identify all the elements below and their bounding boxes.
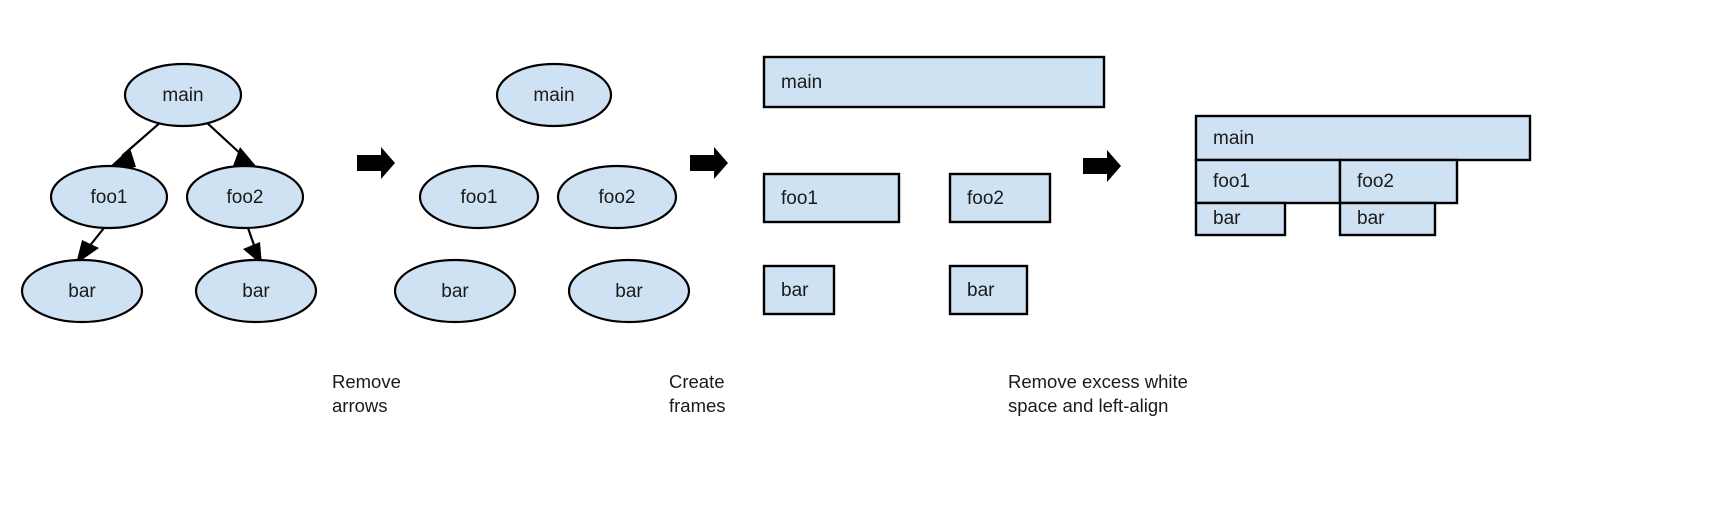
caption-remove-arrows: Remove arrows <box>332 371 401 416</box>
node-foo2[interactable]: foo2 <box>556 164 678 230</box>
frame-label: foo2 <box>967 188 1004 209</box>
node-label: foo2 <box>599 187 636 208</box>
node-foo2[interactable]: foo2 <box>185 164 305 230</box>
node-bar-left[interactable]: bar <box>393 258 517 324</box>
flame-foo1[interactable]: foo1 <box>1194 158 1342 205</box>
transition-arrow-1-icon <box>357 147 395 179</box>
frame-foo1[interactable]: foo1 <box>762 172 901 224</box>
flame-bar-left[interactable]: bar <box>1194 201 1287 237</box>
node-label: foo2 <box>227 187 264 208</box>
flame-label: bar <box>1357 208 1385 229</box>
node-label: bar <box>615 281 643 302</box>
node-label: foo1 <box>91 187 128 208</box>
stage-no-arrows: main foo1 foo2 bar bar <box>393 62 691 324</box>
flame-label: foo1 <box>1213 171 1250 192</box>
node-bar-left[interactable]: bar <box>20 258 144 324</box>
frame-bar-left[interactable]: bar <box>762 264 836 316</box>
flame-label: main <box>1213 128 1254 149</box>
edge-main-foo1 <box>104 120 163 172</box>
frame-label: bar <box>967 280 995 301</box>
frame-label: main <box>781 72 822 93</box>
stage-flame-graph: main foo1 foo2 bar bar <box>1194 114 1532 237</box>
transition-arrow-2-icon <box>690 147 728 179</box>
node-label: bar <box>68 281 96 302</box>
caption-create-frames: Create frames <box>669 371 726 416</box>
transition-arrow-3-icon <box>1083 150 1121 182</box>
caption-remove-whitespace: Remove excess white space and left-align <box>1008 371 1188 416</box>
node-label: bar <box>441 281 469 302</box>
flame-main[interactable]: main <box>1194 114 1532 162</box>
frame-label: foo1 <box>781 188 818 209</box>
node-bar-right[interactable]: bar <box>567 258 691 324</box>
flame-foo2[interactable]: foo2 <box>1338 158 1459 205</box>
frame-bar-right[interactable]: bar <box>948 264 1029 316</box>
edge-foo2-bar <box>243 227 262 265</box>
frame-foo2[interactable]: foo2 <box>948 172 1052 224</box>
node-main[interactable]: main <box>495 62 613 128</box>
node-foo1[interactable]: foo1 <box>418 164 540 230</box>
node-bar-right[interactable]: bar <box>194 258 318 324</box>
flame-label: bar <box>1213 208 1241 229</box>
frame-label: bar <box>781 280 809 301</box>
flame-bar-right[interactable]: bar <box>1338 201 1437 237</box>
node-label: bar <box>242 281 270 302</box>
node-label: main <box>533 85 574 106</box>
frame-main[interactable]: main <box>762 55 1106 109</box>
stage-frames: main foo1 foo2 bar bar <box>762 55 1106 316</box>
node-label: main <box>162 85 203 106</box>
node-foo1[interactable]: foo1 <box>49 164 169 230</box>
node-label: foo1 <box>461 187 498 208</box>
flame-label: foo2 <box>1357 171 1394 192</box>
edge-main-foo2 <box>204 120 261 172</box>
node-main[interactable]: main <box>123 62 243 128</box>
edge-foo1-bar <box>76 227 105 264</box>
